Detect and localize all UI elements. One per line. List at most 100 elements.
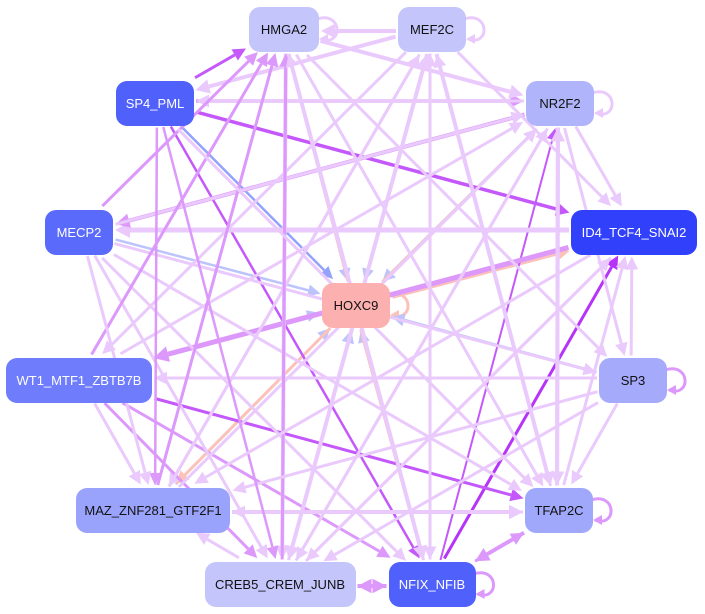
node-sp4-pml[interactable]: SP4_PML bbox=[116, 80, 194, 126]
edge-sp4_pml-to-hoxc9 bbox=[179, 125, 326, 272]
node-label: SP3 bbox=[620, 372, 646, 388]
arrowhead bbox=[153, 346, 171, 362]
arrowhead bbox=[265, 52, 279, 68]
edge-mef2c-to-sp4_pml bbox=[208, 34, 396, 89]
node-label: CREB5_CREM_JUNB bbox=[214, 576, 346, 592]
edge-wt1_mtf1_zbtb7b-to-maz_znf281_gtf2f1 bbox=[93, 402, 136, 474]
node-maz-znf281-gtf2f1[interactable]: MAZ_ZNF281_GTF2F1 bbox=[76, 487, 230, 533]
node-sp3[interactable]: SP3 bbox=[599, 357, 667, 403]
arrowhead bbox=[321, 23, 335, 39]
arrowhead bbox=[615, 341, 628, 357]
arrowhead bbox=[255, 544, 268, 559]
arrowhead bbox=[306, 284, 321, 297]
edge-mef2c-to-wt1_mtf1_zbtb7b bbox=[110, 51, 408, 346]
edge-sp4_pml-to-nfix_nfib bbox=[169, 125, 415, 549]
edge-creb5_crem_junb-to-hmga2 bbox=[280, 66, 288, 560]
arrowhead bbox=[475, 589, 485, 599]
node-mecp2[interactable]: MECP2 bbox=[45, 209, 113, 255]
edge-sp3-to-maz_znf281_gtf2f1 bbox=[244, 390, 598, 489]
node-id4-tcf4-snai2[interactable]: ID4_TCF4_SNAI2 bbox=[571, 209, 697, 255]
arrowhead bbox=[255, 52, 268, 67]
edge-mecp2-to-tfap2c bbox=[113, 253, 512, 486]
arrowhead bbox=[232, 480, 247, 494]
edge-creb5_crem_junb-to-nr2f2 bbox=[294, 138, 543, 562]
edge-mecp2-to-hoxc9 bbox=[115, 238, 309, 292]
arrowhead bbox=[535, 128, 548, 143]
node-label: MEF2C bbox=[409, 21, 455, 37]
edge-hoxc9-to-maz_znf281_gtf2f1 bbox=[183, 327, 332, 476]
edge-maz_znf281_gtf2f1-to-mef2c bbox=[167, 64, 415, 488]
edge-sp3-to-tfap2c bbox=[576, 402, 619, 474]
arrowhead bbox=[102, 340, 116, 355]
node-wt1-mtf1-zbtb7b[interactable]: WT1_MTF1_ZBTB7B bbox=[6, 357, 152, 403]
edge-id4_tcf4_snai2-to-creb5_crem_junb bbox=[314, 256, 612, 553]
arrowhead bbox=[667, 385, 676, 395]
edge-tfap2c-to-id4_tcf4_snai2 bbox=[562, 268, 624, 486]
arrowhead bbox=[606, 255, 619, 270]
node-label: ID4_TCF4_SNAI2 bbox=[581, 224, 687, 240]
arrowhead bbox=[306, 547, 320, 561]
arrowhead bbox=[243, 544, 258, 559]
node-label: SP4_PML bbox=[125, 95, 185, 111]
edge-sp3-to-id4_tcf4_snai2 bbox=[629, 269, 634, 356]
node-label: NFIX_NFIB bbox=[398, 576, 466, 592]
arrowhead bbox=[509, 488, 524, 502]
arrowhead bbox=[615, 255, 629, 271]
arrowhead bbox=[407, 54, 420, 69]
arrowhead bbox=[244, 52, 258, 66]
arrowhead bbox=[609, 192, 622, 207]
arrowhead bbox=[196, 532, 211, 545]
edge-maz_znf281_gtf2f1-to-hmga2 bbox=[156, 65, 274, 486]
node-mef2c[interactable]: MEF2C bbox=[398, 6, 466, 52]
edge-nfix_nfib-to-tfap2c bbox=[474, 537, 514, 563]
edge-creb5_crem_junb-to-maz_znf281_gtf2f1 bbox=[206, 538, 240, 560]
arrowhead bbox=[507, 478, 522, 491]
arrowhead bbox=[594, 108, 603, 118]
node-hmga2[interactable]: HMGA2 bbox=[249, 6, 319, 52]
arrowhead bbox=[625, 256, 639, 270]
arrowhead bbox=[531, 472, 544, 487]
arrowhead bbox=[266, 545, 279, 559]
node-tfap2c[interactable]: TFAP2C bbox=[525, 487, 593, 533]
edge-mecp2-to-nfix_nfib bbox=[101, 256, 398, 553]
edge-tfap2c-to-mef2c bbox=[438, 66, 553, 487]
arrowhead bbox=[466, 34, 475, 44]
arrowhead bbox=[519, 473, 534, 487]
arrowhead bbox=[571, 470, 584, 485]
arrowhead bbox=[357, 578, 372, 594]
edge-wt1_mtf1_zbtb7b-to-hmga2 bbox=[90, 62, 263, 356]
edge-sp4_pml-to-hmga2 bbox=[194, 53, 236, 80]
node-label: TFAP2C bbox=[534, 502, 584, 518]
edge-id4_tcf4_snai2-to-maz_znf281_gtf2f1 bbox=[204, 253, 592, 479]
arrowhead bbox=[319, 265, 334, 280]
arrowhead bbox=[323, 549, 338, 562]
node-nfix-nfib[interactable]: NFIX_NFIB bbox=[388, 561, 476, 607]
node-creb5-crem-junb[interactable]: CREB5_CREM_JUNB bbox=[204, 561, 356, 607]
edge-mecp2-to-hmga2 bbox=[101, 60, 250, 208]
node-nr2f2[interactable]: NR2F2 bbox=[526, 80, 594, 126]
arrowhead bbox=[195, 79, 211, 94]
arrowhead bbox=[433, 54, 447, 69]
arrowhead bbox=[593, 515, 602, 525]
arrowhead bbox=[508, 121, 524, 135]
node-label: NR2F2 bbox=[539, 95, 581, 111]
edge-tfap2c-to-nr2f2 bbox=[555, 141, 560, 486]
edge-sp4_pml-to-creb5_crem_junb bbox=[162, 126, 274, 548]
arrowhead bbox=[392, 547, 407, 561]
arrowhead bbox=[523, 128, 537, 143]
node-label: HMGA2 bbox=[260, 21, 308, 37]
node-label: WT1_MTF1_ZBTB7B bbox=[16, 372, 142, 388]
arrowhead bbox=[285, 54, 299, 69]
arrowhead bbox=[550, 127, 566, 142]
arrowhead bbox=[138, 470, 152, 485]
node-hoxc9[interactable]: HOXC9 bbox=[322, 282, 390, 328]
edge-mecp2-to-nr2f2 bbox=[115, 116, 513, 226]
arrowhead bbox=[128, 470, 141, 485]
arrowhead bbox=[231, 48, 247, 61]
arrowhead bbox=[423, 53, 437, 67]
arrowhead bbox=[149, 472, 162, 486]
arrowhead bbox=[509, 532, 525, 545]
arrowhead bbox=[194, 471, 209, 484]
arrowhead bbox=[597, 192, 612, 207]
